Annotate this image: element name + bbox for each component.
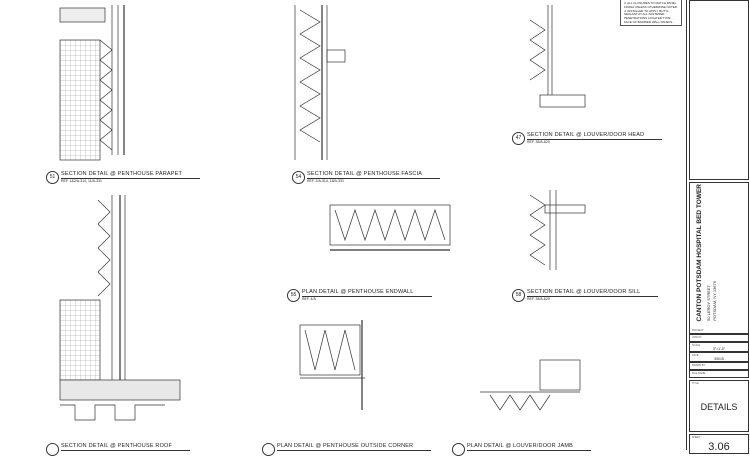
title-label: TITLE — [692, 382, 699, 385]
detail-55-drawing — [329, 204, 451, 251]
file-name-label: FILE NAME — [692, 372, 706, 375]
project-address-1: 50 LEROY STREET — [706, 285, 711, 321]
detail-51-drawing — [59, 5, 125, 161]
note-3: 3. ALL CLOSURES TO MATCH PANEL FINISH UN… — [624, 1, 678, 9]
revisions-box — [689, 0, 749, 180]
project-name: CANTON POTSDAM HOSPITAL BED TOWER — [696, 183, 703, 321]
scale-box: SCALE 3"=1'-0" — [689, 342, 749, 352]
detail-title-text: SECTION DETAIL @ PENTHOUSE PARAPET — [61, 171, 201, 179]
project-address-2: POTSDAM, NY 13676 — [712, 281, 717, 321]
detail-title-text: SECTION DETAIL @ LOUVER/DOOR SILL — [527, 289, 659, 297]
detail-corner-drawing — [299, 320, 365, 410]
general-notes: 3. ALL CLOSURES TO MATCH PANEL FINISH UN… — [620, 0, 682, 26]
note-4: 4. INSTALLER TO APPLY BUTYL SEALANT AT A… — [624, 8, 674, 24]
detail-title-text: SECTION DETAIL @ LOUVER/DOOR HEAD — [527, 132, 663, 140]
sheet-number: 3.06 — [708, 441, 730, 453]
detail-jamb-drawing — [480, 359, 581, 411]
detail-reference: REF. 1&2/A-314, 11/A-331 — [61, 179, 102, 183]
sheet-title: DETAILS — [700, 402, 738, 412]
detail-47-drawing — [529, 5, 586, 108]
detail-number-bubble: 54 — [292, 171, 305, 184]
detail-54-drawing — [294, 5, 346, 160]
date-label: DATE — [692, 354, 699, 357]
detail-reference: REF. 35/A-620 — [527, 297, 550, 301]
detail-drawings — [59, 5, 586, 421]
date-value: 3/5/15 — [714, 357, 724, 361]
detail-number-bubble: 58 — [512, 289, 525, 302]
detail-number-bubble: 47 — [512, 132, 525, 145]
title-block: PROJECT CANTON POTSDAM HOSPITAL BED TOWE… — [686, 0, 750, 454]
detail-reference: REF. 35/A-620 — [527, 140, 550, 144]
project-label: PROJECT — [692, 329, 704, 332]
project-box: PROJECT CANTON POTSDAM HOSPITAL BED TOWE… — [689, 182, 749, 334]
job-number-box: JOB NO. — [689, 334, 749, 342]
drawn-by-box: DRAWN BY — [689, 362, 749, 370]
date-box: DATE 3/5/15 — [689, 352, 749, 362]
detail-reference: REF. 2/A-314, 18/A-331 — [307, 179, 344, 183]
scale-value: 3"=1'-0" — [712, 347, 726, 351]
drawn-by-label: DRAWN BY — [692, 364, 706, 367]
sheet-label: SHEET — [692, 436, 701, 439]
detail-58-drawing — [529, 190, 586, 270]
file-name-box: FILE NAME — [689, 370, 749, 378]
detail-roof-drawing — [59, 195, 181, 421]
job-label: JOB NO. — [692, 336, 703, 339]
detail-title-text: PLAN DETAIL @ PENTHOUSE ENDWALL — [302, 289, 432, 297]
scale-label: SCALE — [692, 344, 701, 347]
sheet-number-box: SHEET 3.06 — [689, 434, 749, 454]
detail-title-text: SECTION DETAIL @ PENTHOUSE FASCIA — [307, 171, 441, 179]
detail-number-bubble: 51 — [46, 171, 59, 184]
detail-number-bubble: 55 — [287, 289, 300, 302]
detail-reference: REF. 4/A — [302, 297, 316, 301]
sheet-title-box: TITLE DETAILS — [689, 380, 749, 432]
